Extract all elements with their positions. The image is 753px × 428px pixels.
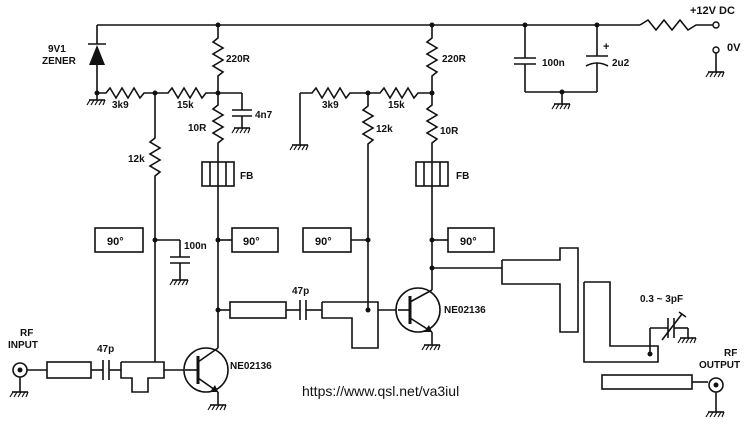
label-12k-a: 12k [128,154,145,165]
resistor-15k-b [368,86,432,100]
input-match-stub [120,361,165,393]
resistor-220r-a [211,25,225,93]
watermark-url: https://www.qsl.net/va3iul [302,383,459,399]
rf-output-label-1: RF [724,348,737,359]
interstage-stripline [229,301,287,319]
rf-input-connector [9,362,29,398]
label-12k-b: 12k [376,124,393,135]
label-15k-b: 15k [388,100,405,111]
zener-label-1: 9V1 [48,44,66,55]
label-3k9-a: 3k9 [112,100,129,111]
input-stripline [46,361,92,379]
resistor-15k-a [155,86,218,100]
label-90-b1: 90° [315,236,332,248]
output-stripline [601,374,693,390]
label-q1: NE02136 [230,361,272,372]
rf-output-label-2: OUTPUT [699,360,740,371]
zener-diode [88,25,106,93]
label-10r-a: 10R [188,123,207,134]
resistor-10r-a [211,93,225,162]
label-100n-a: 100n [184,241,207,252]
phase-shifter-a2 [231,227,279,253]
label-fb-a: FB [240,171,253,182]
phase-shifter-b1 [302,227,352,253]
rf-output-connector [705,377,725,418]
transistor-q1 [183,347,229,411]
label-220r-a: 220R [226,54,251,65]
resistor-220r-b [425,25,439,93]
label-2u2: 2u2 [612,58,630,69]
resistor-12k-a [148,93,162,372]
label-47p-a: 47p [97,344,114,355]
phase-shifter-a1 [94,227,144,253]
label-fb-b: FB [456,171,469,182]
transistor-q2 [395,287,441,351]
label-10r-b: 10R [440,126,459,137]
plus-sign: + [603,41,609,53]
interstage-match-stub [321,301,379,349]
supply-rail [97,18,725,78]
label-3k9-b: 3k9 [322,100,339,111]
phase-shifter-b2 [447,227,495,253]
label-90-a2: 90° [243,236,260,248]
label-trimmer: 0.3 ~ 3pF [640,294,683,305]
resistor-3k9-a [97,86,155,100]
supply-positive-label: +12V DC [690,5,735,17]
resistor-10r-b [425,93,439,162]
label-90-a1: 90° [107,236,124,248]
supply-ground-label: 0V [727,42,741,54]
resistor-3k9-b [300,86,368,100]
label-90-b2: 90° [460,236,477,248]
label-15k-a: 15k [177,100,194,111]
output-l-stripline [583,281,659,363]
label-47p-b: 47p [292,286,309,297]
label-q2: NE02136 [444,305,486,316]
zener-label-2: ZENER [42,56,77,67]
rf-input-label-1: RF [20,328,33,339]
output-t-stripline [501,247,579,333]
label-4n7: 4n7 [255,110,273,121]
label-220r-b: 220R [442,54,467,65]
rf-input-label-2: INPUT [8,340,38,351]
resistor-12k-b [361,93,375,310]
label-100n-b: 100n [542,58,565,69]
